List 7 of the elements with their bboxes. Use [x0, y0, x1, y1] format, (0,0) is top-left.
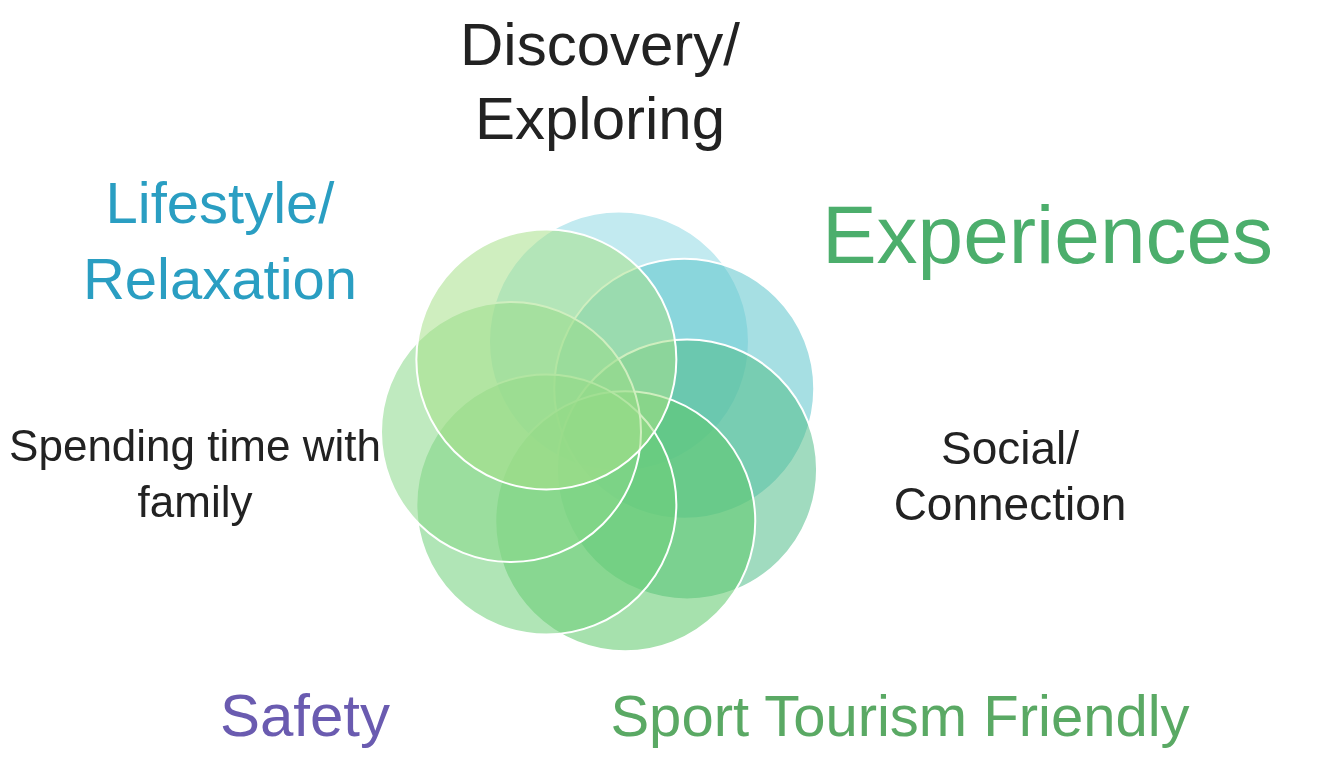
category-label: Safety — [218, 681, 392, 751]
category-label: Spending time with family — [8, 420, 382, 528]
category-label: Sport Tourism Friendly — [609, 682, 1191, 750]
category-label: Discovery/ Exploring — [458, 10, 742, 154]
category-label: Experiences — [820, 188, 1275, 282]
category-label: Social/ Connection — [892, 421, 1128, 532]
category-label: Lifestyle/ Relaxation — [81, 169, 359, 313]
